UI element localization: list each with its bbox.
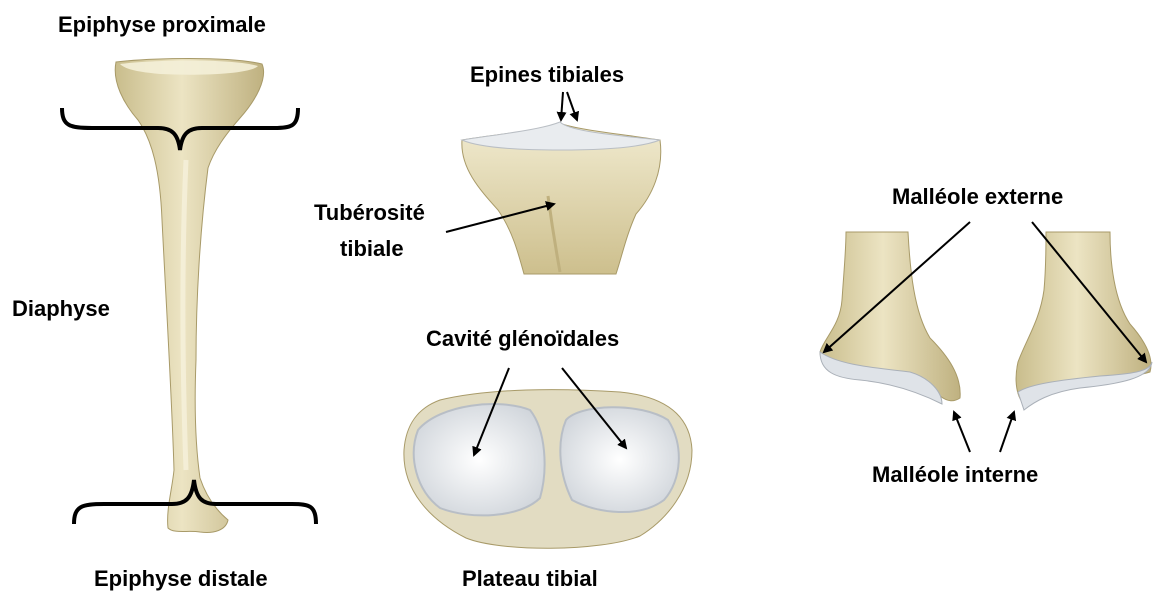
arrow-malleole-interne-left	[954, 412, 970, 452]
tibial-plateau	[404, 390, 692, 549]
arrow-malleole-interne-right	[1000, 412, 1014, 452]
label-epiphyse-proximale: Epiphyse proximale	[58, 12, 266, 37]
distal-tibia-left-view	[820, 232, 960, 404]
arrow-epine-2	[567, 92, 577, 120]
arrow-epine-1	[561, 92, 563, 120]
label-malleole-externe: Malléole externe	[892, 184, 1063, 209]
label-tuberosite-line2: tibiale	[340, 236, 404, 261]
label-malleole-interne: Malléole interne	[872, 462, 1038, 487]
label-plateau-tibial: Plateau tibial	[462, 566, 598, 591]
label-cavite-glenoidales: Cavité glénoïdales	[426, 326, 619, 351]
label-tuberosite-line1: Tubérosité	[314, 200, 425, 225]
proximal-tibia-front	[462, 122, 661, 274]
distal-tibia-right-view	[1016, 232, 1152, 410]
label-epiphyse-distale: Epiphyse distale	[94, 566, 268, 591]
label-diaphyse: Diaphyse	[12, 296, 110, 321]
label-epines-tibiales: Epines tibiales	[470, 62, 624, 87]
